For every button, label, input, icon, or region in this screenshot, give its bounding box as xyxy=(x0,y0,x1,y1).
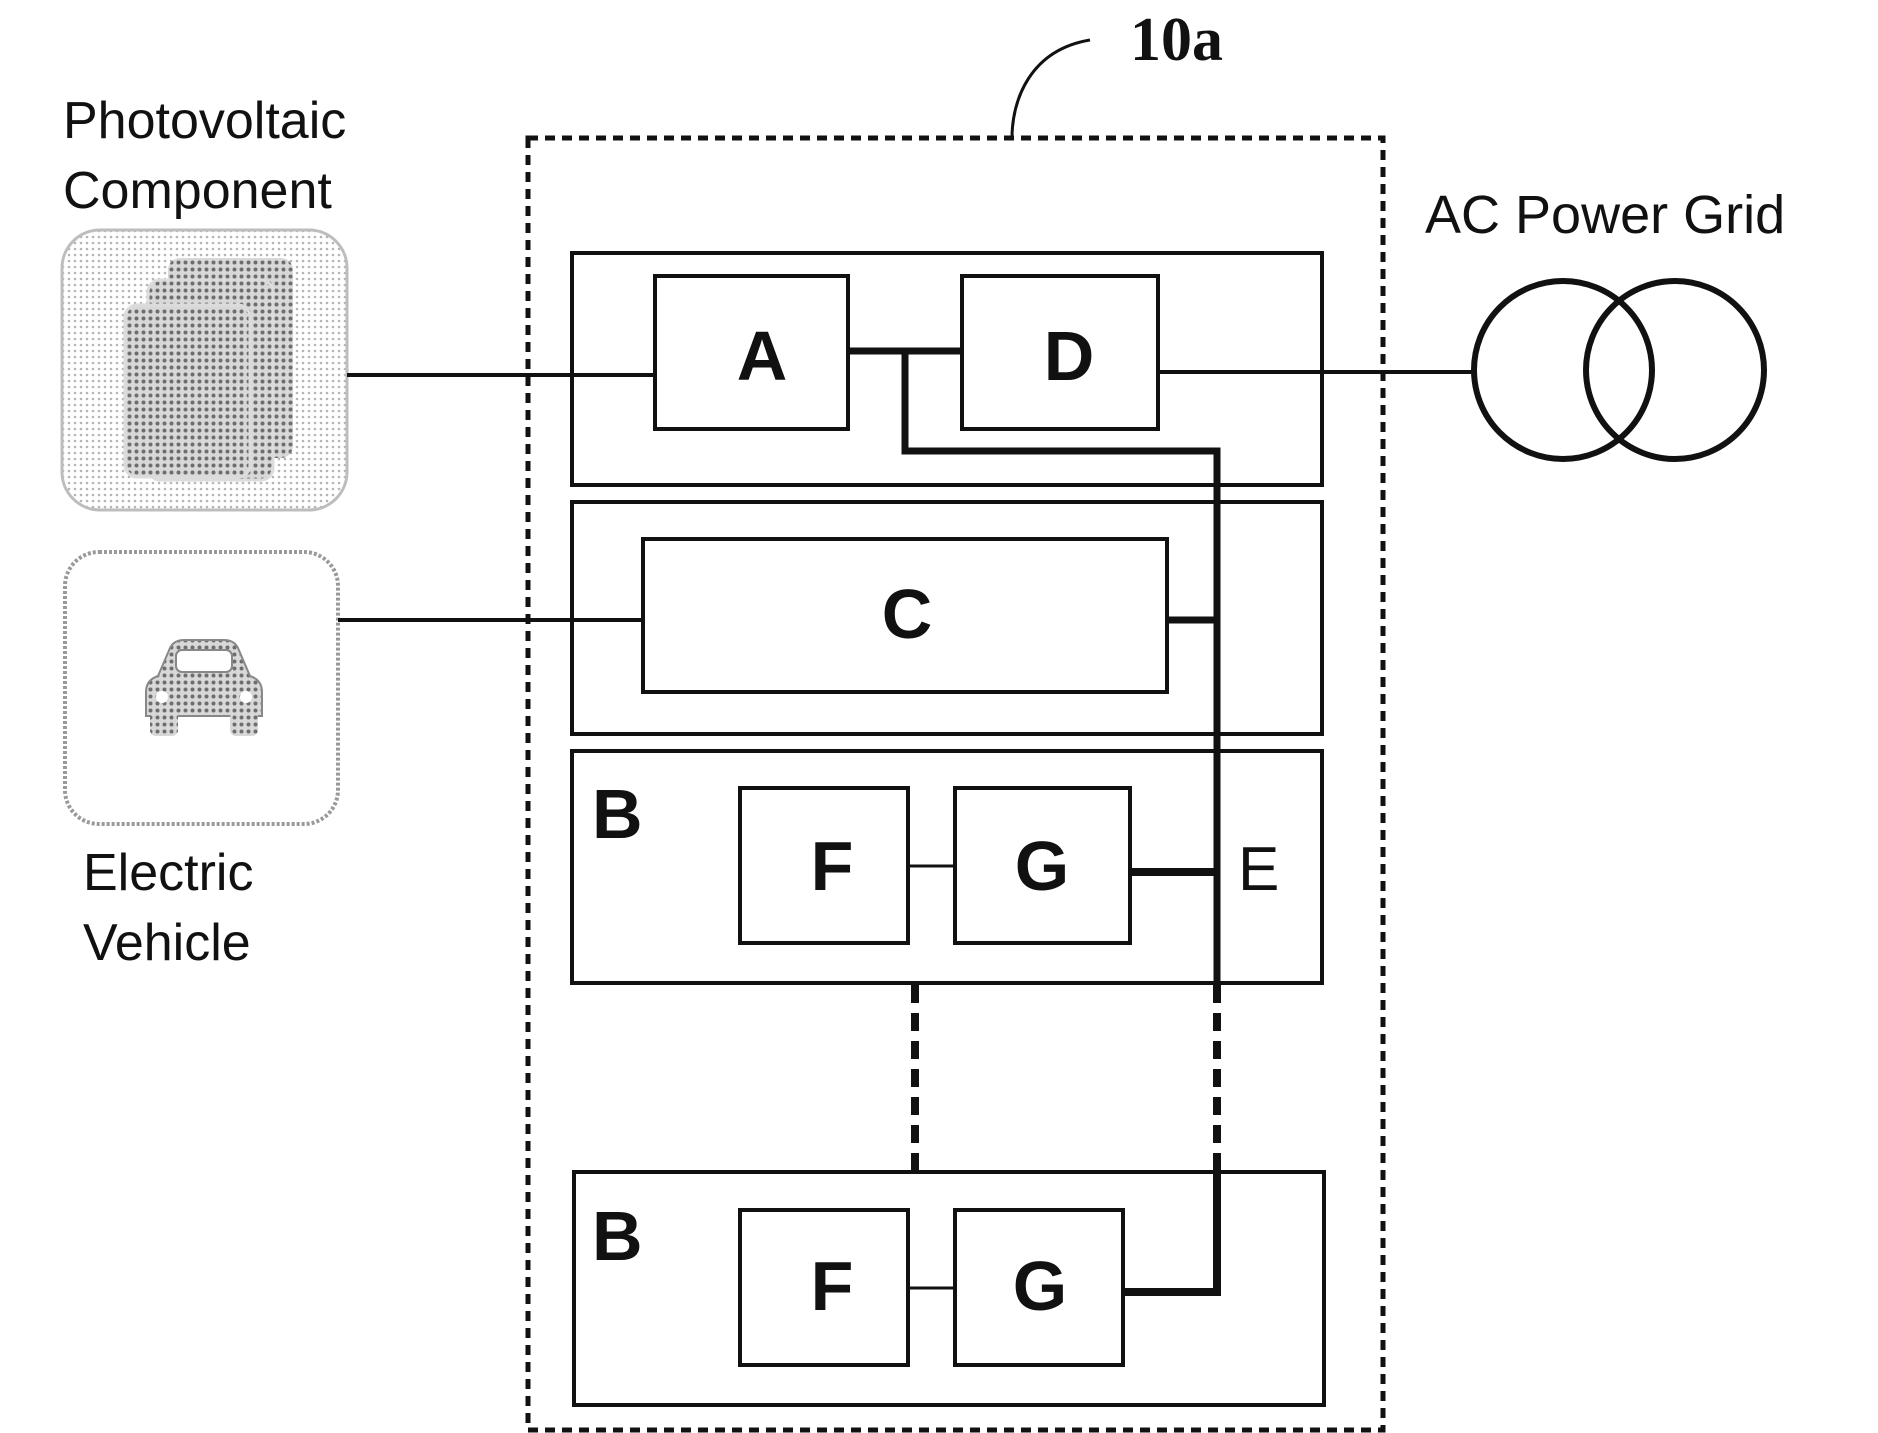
grid-label: AC Power Grid xyxy=(1425,185,1785,245)
solar-panel-icon xyxy=(62,230,347,510)
transformer-icon xyxy=(1474,281,1764,459)
block-a-label: A xyxy=(737,317,788,395)
pv-label-line1: Photovoltaic xyxy=(63,92,346,150)
block-e-label: E xyxy=(1238,835,1279,904)
pv-label-line2: Component xyxy=(63,162,332,220)
ev-label-line1: Electric xyxy=(83,844,253,902)
block-g1-label: G xyxy=(1015,827,1069,905)
bus-g2-tap xyxy=(1123,1168,1217,1292)
block-c-label: C xyxy=(882,575,933,653)
block-g2-label: G xyxy=(1013,1247,1067,1325)
ev-label-line2: Vehicle xyxy=(83,914,251,972)
block-f1-label: F xyxy=(811,827,854,905)
reference-leader xyxy=(1012,40,1090,138)
block-d-label: D xyxy=(1044,317,1095,395)
block-b1-label: B xyxy=(592,775,643,853)
reference-label: 10a xyxy=(1130,6,1223,74)
block-b2-label: B xyxy=(592,1197,643,1275)
block-f2-label: F xyxy=(811,1247,854,1325)
